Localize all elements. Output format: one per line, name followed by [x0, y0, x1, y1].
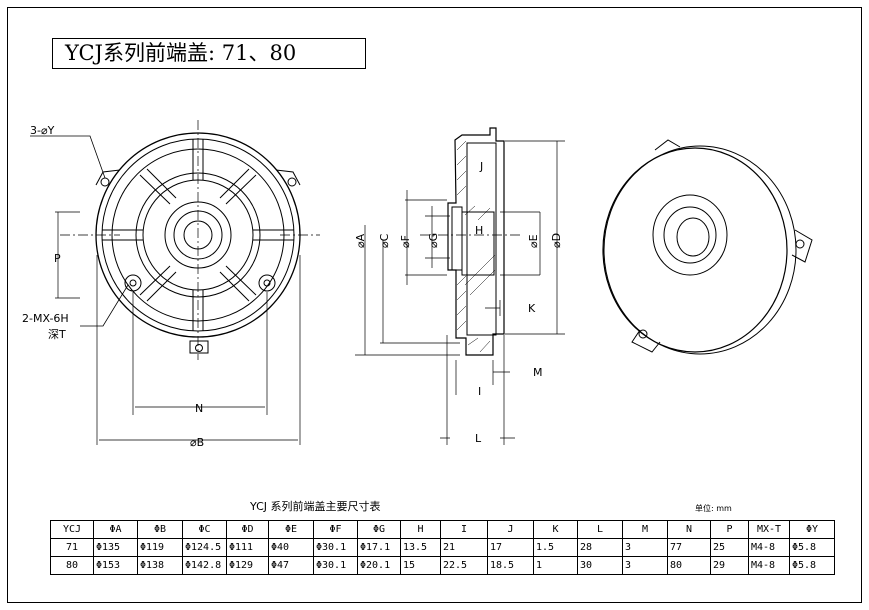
column-header: ΦC	[182, 520, 227, 539]
table-cell: Φ20.1	[357, 556, 401, 575]
label-g: ⌀G	[427, 233, 440, 248]
drawing-title: YCJ系列前端盖: 71、80	[52, 38, 366, 69]
label-a: ⌀A	[354, 233, 367, 248]
table-cell: 29	[710, 556, 749, 575]
table-cell: M4-8	[748, 538, 790, 557]
column-header: I	[440, 520, 488, 539]
column-header: H	[400, 520, 441, 539]
drawing-frame	[7, 7, 862, 603]
column-header: ΦE	[268, 520, 314, 539]
column-header: L	[577, 520, 623, 539]
column-header: ΦB	[137, 520, 183, 539]
table-cell: 22.5	[440, 556, 488, 575]
table-title: YCJ 系列前端盖主要尺寸表	[250, 500, 381, 513]
label-p: P	[54, 252, 61, 265]
label-depth: 深T	[48, 328, 66, 341]
table-cell: 3	[622, 538, 668, 557]
label-b: ⌀B	[190, 436, 204, 449]
table-cell: Φ111	[226, 538, 269, 557]
table-cell: Φ138	[137, 556, 183, 575]
column-header: N	[667, 520, 711, 539]
table-cell: Φ30.1	[313, 556, 358, 575]
unit-label: 单位: mm	[695, 504, 732, 513]
column-header: ΦF	[313, 520, 358, 539]
label-n: N	[195, 402, 203, 415]
table-cell: Φ129	[226, 556, 269, 575]
table-cell: 80	[50, 556, 94, 575]
label-thread: 2-MX-6H	[22, 312, 69, 325]
front-view	[30, 120, 320, 445]
label-i: I	[478, 385, 481, 398]
column-header: P	[710, 520, 749, 539]
label-k: K	[528, 302, 536, 315]
label-holes: 3-⌀Y	[30, 124, 55, 137]
column-header: MX-T	[748, 520, 790, 539]
label-h: H	[475, 224, 483, 237]
table-cell: 3	[622, 556, 668, 575]
column-header: ΦG	[357, 520, 401, 539]
table-cell: 1.5	[533, 538, 578, 557]
table-cell: 17	[487, 538, 534, 557]
section-view	[355, 127, 565, 445]
table-cell: M4-8	[748, 556, 790, 575]
table-cell: 28	[577, 538, 623, 557]
column-header: K	[533, 520, 578, 539]
table-cell: Φ5.8	[789, 538, 835, 557]
table-cell: Φ153	[93, 556, 138, 575]
label-c: ⌀C	[378, 233, 391, 248]
table-cell: Φ17.1	[357, 538, 401, 557]
table-cell: Φ30.1	[313, 538, 358, 557]
label-j: J	[479, 160, 483, 173]
table-cell: Φ5.8	[789, 556, 835, 575]
column-header: ΦD	[226, 520, 269, 539]
perspective-view	[602, 139, 813, 355]
label-e: ⌀E	[527, 234, 540, 248]
column-header: YCJ	[50, 520, 94, 539]
table-cell: 71	[50, 538, 94, 557]
label-d: ⌀D	[550, 233, 563, 248]
table-cell: Φ142.8	[182, 556, 227, 575]
column-header: ΦY	[789, 520, 835, 539]
table-cell: Φ124.5	[182, 538, 227, 557]
column-header: J	[487, 520, 534, 539]
table-cell: 77	[667, 538, 711, 557]
table-cell: Φ47	[268, 556, 314, 575]
label-f: ⌀F	[399, 235, 412, 248]
table-cell: 25	[710, 538, 749, 557]
table-cell: 21	[440, 538, 488, 557]
table-cell: 80	[667, 556, 711, 575]
table-cell: Φ40	[268, 538, 314, 557]
label-m: M	[533, 366, 543, 379]
column-header: ΦA	[93, 520, 138, 539]
table-cell: 13.5	[400, 538, 441, 557]
table-cell: 18.5	[487, 556, 534, 575]
table-cell: 1	[533, 556, 578, 575]
table-cell: Φ119	[137, 538, 183, 557]
label-l: L	[475, 432, 482, 445]
table-cell: Φ135	[93, 538, 138, 557]
column-header: M	[622, 520, 668, 539]
table-cell: 15	[400, 556, 441, 575]
table-cell: 30	[577, 556, 623, 575]
